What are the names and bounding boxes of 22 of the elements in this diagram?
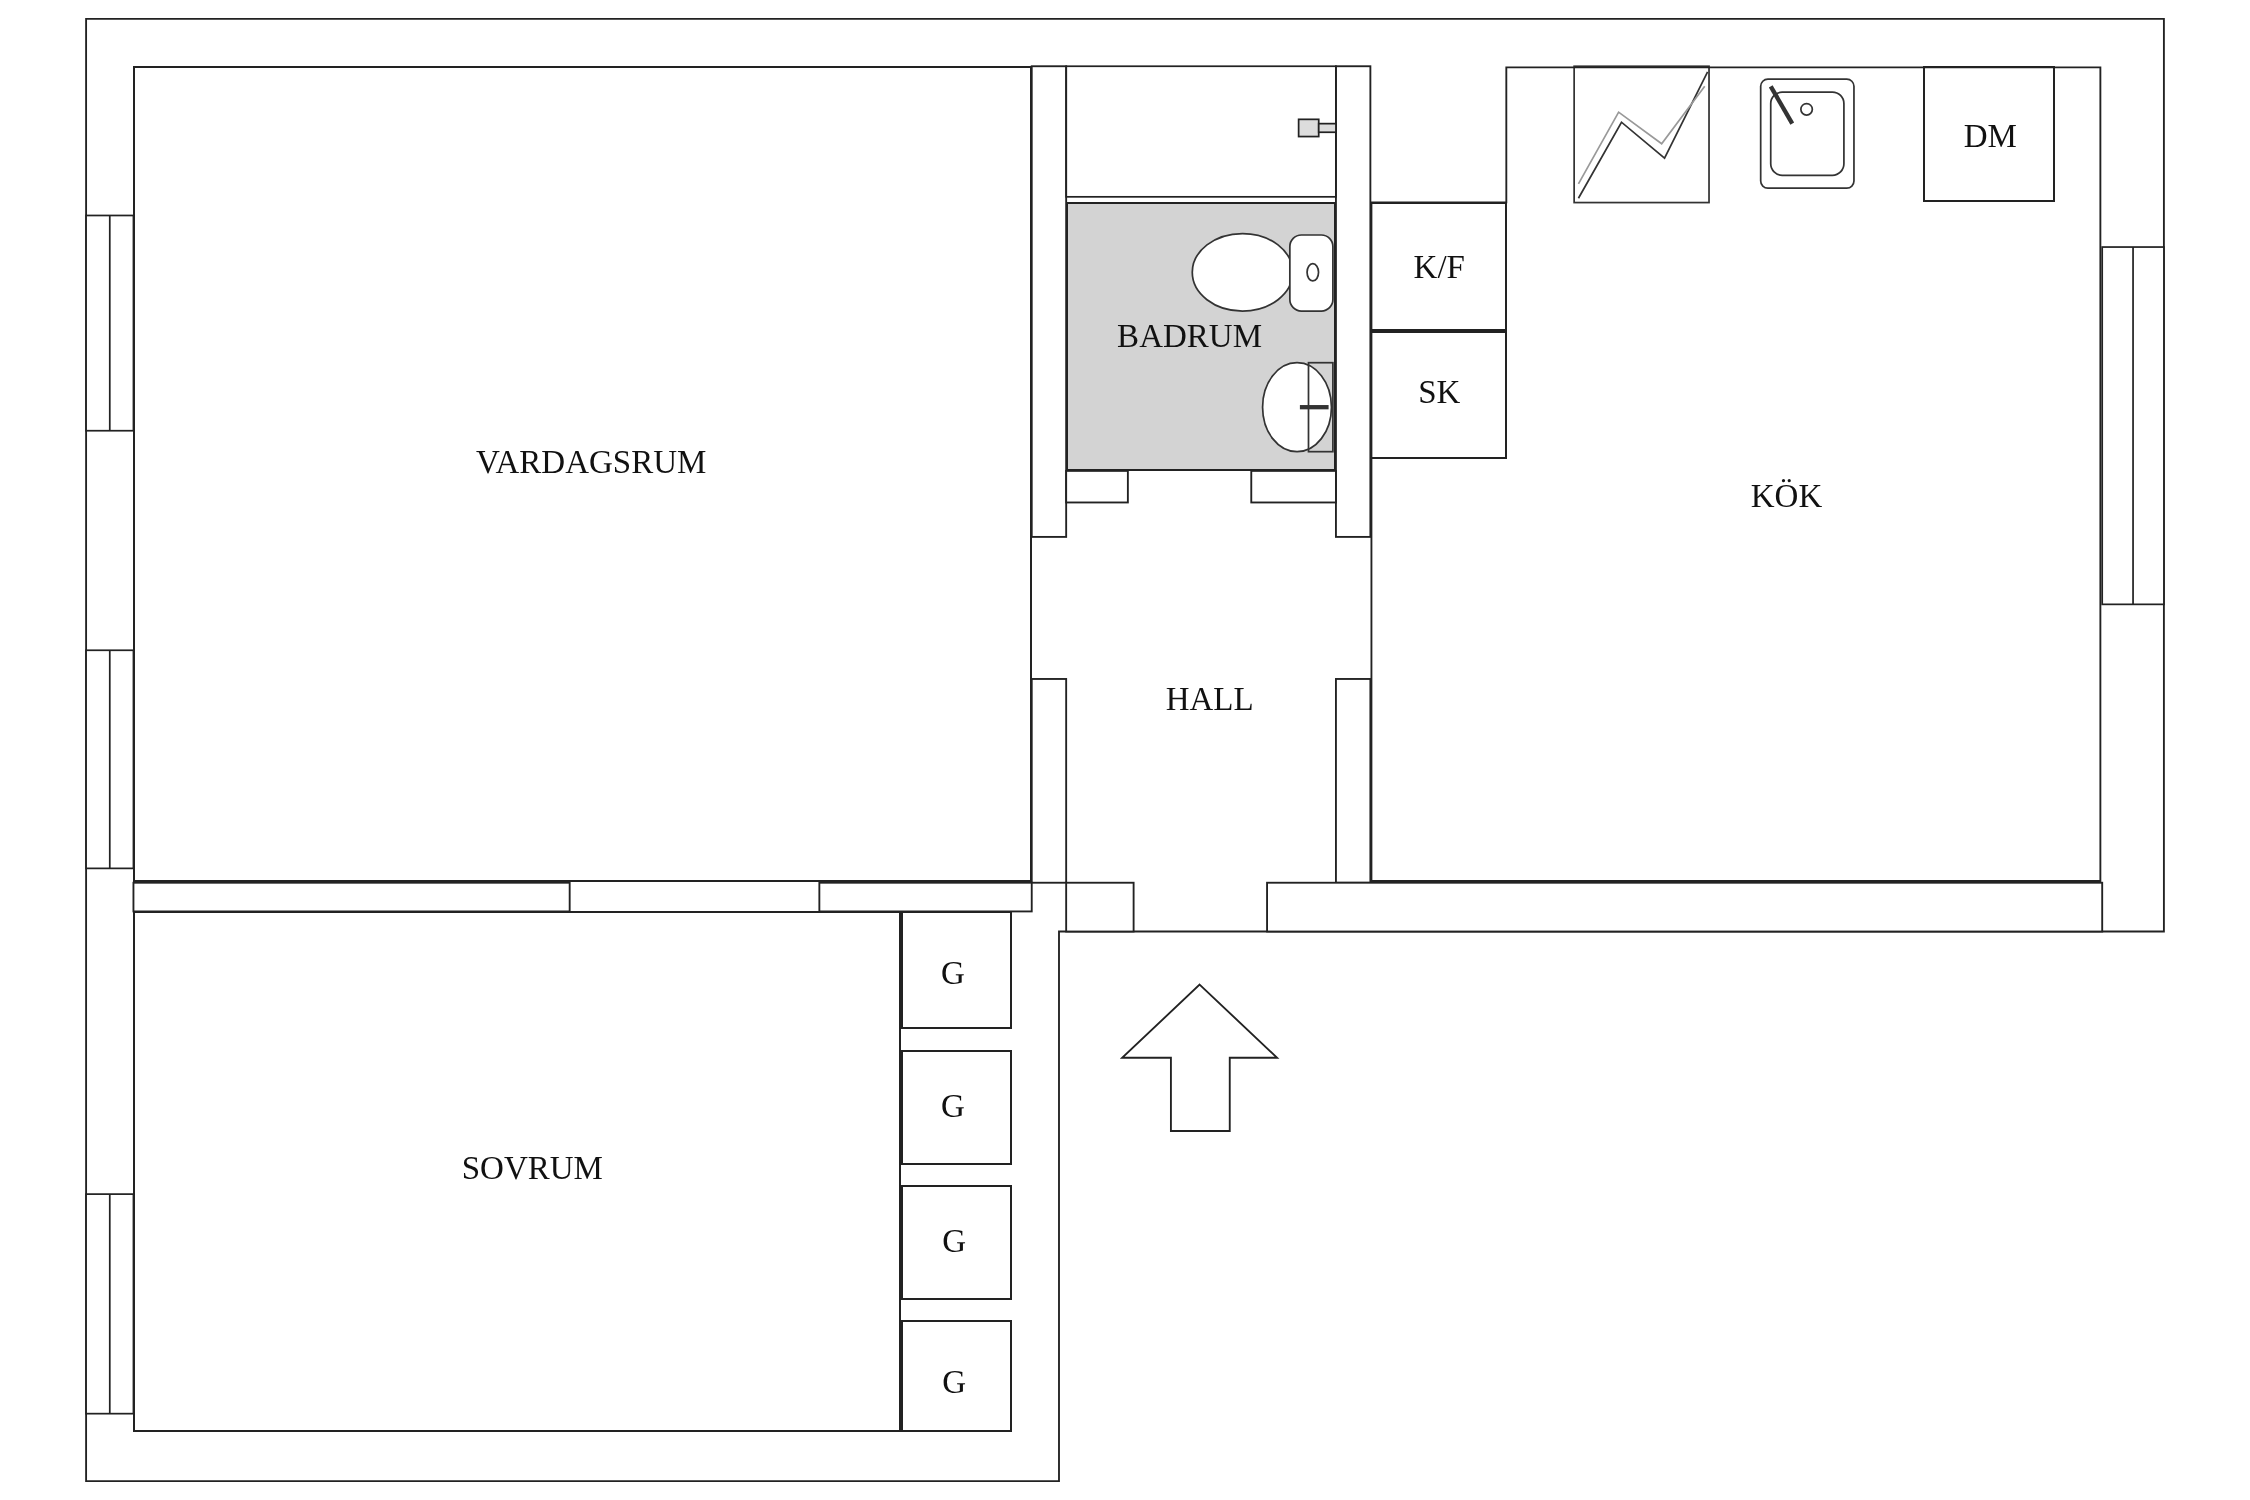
room-outline — [901, 911, 1012, 1029]
room-label: G — [940, 954, 965, 992]
bathroom-floor — [1066, 202, 1336, 471]
room-outline — [133, 66, 1032, 883]
room-label: HALL — [1165, 680, 1254, 718]
room-outline — [901, 1320, 1012, 1433]
room-label: VARDAGSRUM — [475, 443, 707, 481]
room-outline — [133, 911, 902, 1433]
room-outline — [1922, 66, 2055, 203]
room-outline — [901, 1050, 1012, 1166]
room-label: DM — [1963, 117, 2017, 155]
room-label: G — [942, 1222, 967, 1260]
room-label: SK — [1418, 373, 1461, 411]
room-outline — [1370, 331, 1507, 460]
room-label: G — [942, 1363, 967, 1401]
room-label: KÖK — [1750, 478, 1823, 515]
room-label: SOVRUM — [461, 1149, 603, 1187]
room-outline — [901, 1185, 1012, 1301]
room-label: BADRUM — [1117, 317, 1262, 355]
room-label: G — [940, 1087, 965, 1125]
room-outline — [1370, 202, 1507, 332]
room-label: K/F — [1413, 248, 1465, 286]
